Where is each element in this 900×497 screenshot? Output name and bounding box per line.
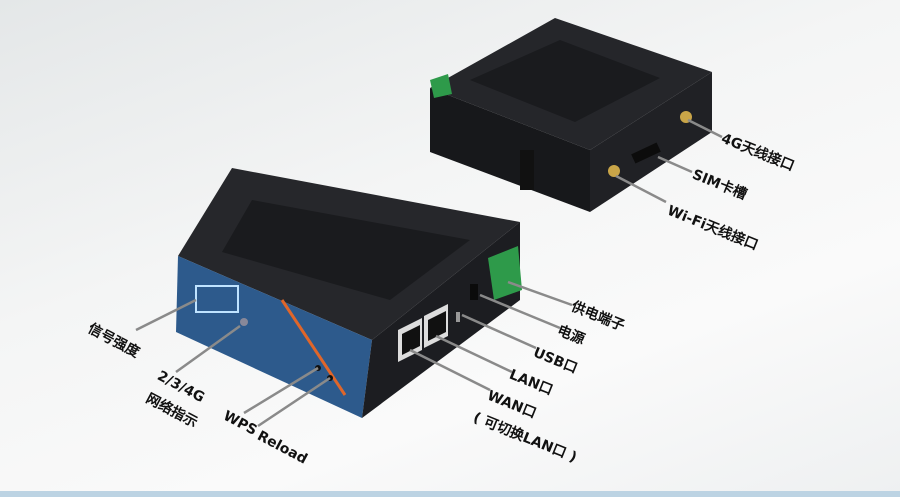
signal-led-box [195,285,239,313]
usb-port [456,312,460,322]
power-jack [470,284,478,300]
bottom-band [0,491,900,497]
antenna-wifi-connector [608,165,620,177]
router-front-view [176,168,522,418]
power-terminal-back [430,74,452,98]
power-terminal [488,246,522,300]
sim-slot [631,142,661,164]
front-panel [176,256,372,418]
leader-lines [135,118,723,428]
